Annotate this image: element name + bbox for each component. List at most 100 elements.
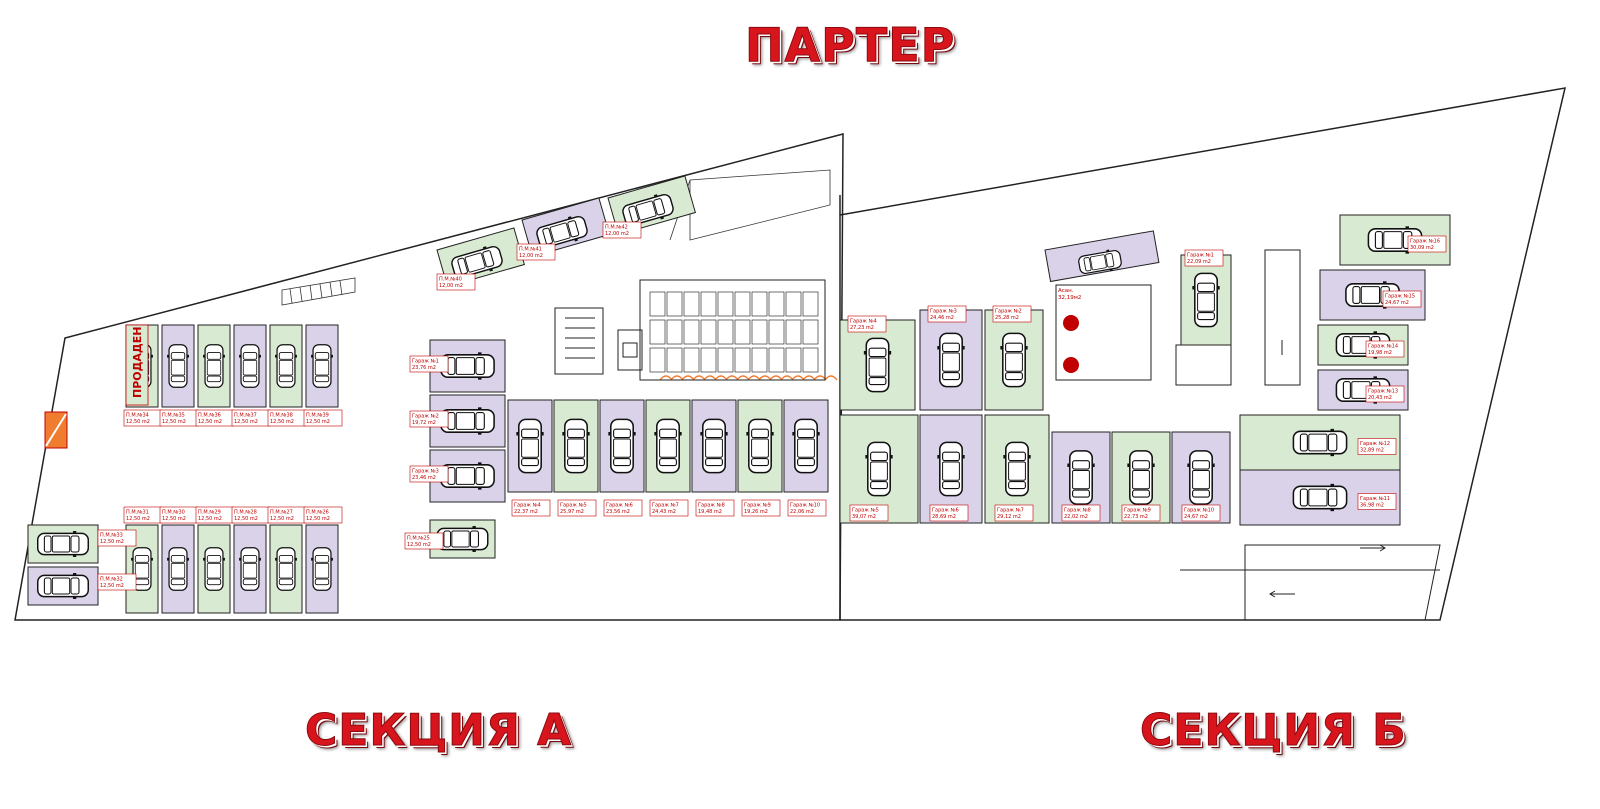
svg-text:19,26 m2: 19,26 m2 (744, 509, 768, 515)
svg-text:Гараж №7: Гараж №7 (997, 508, 1024, 514)
svg-text:12,50 m2: 12,50 m2 (162, 419, 186, 425)
svg-text:22,02 m2: 22,02 m2 (1064, 514, 1088, 520)
svg-text:12,50 m2: 12,50 m2 (162, 516, 186, 522)
svg-text:12,50 m2: 12,50 m2 (234, 516, 258, 522)
svg-text:Гараж №6: Гараж №6 (606, 503, 633, 509)
svg-text:Гараж №14: Гараж №14 (1368, 344, 1398, 350)
ramp-arrows (1180, 544, 1441, 621)
lift-label: Асан. 32,19м2 (1058, 288, 1081, 301)
svg-text:30,09 m2: 30,09 m2 (1410, 245, 1434, 251)
svg-text:Гараж №10: Гараж №10 (1184, 508, 1214, 514)
core-stairs (554, 249, 1301, 386)
svg-text:19,72 m2: 19,72 m2 (412, 420, 436, 426)
svg-text:Гараж №2: Гараж №2 (412, 414, 439, 420)
svg-text:22,06 m2: 22,06 m2 (790, 509, 814, 515)
svg-text:23,76 m2: 23,76 m2 (412, 365, 436, 371)
section-a-title: СЕКЦИЯ А (304, 705, 573, 757)
svg-text:12,50 m2: 12,50 m2 (270, 516, 294, 522)
svg-text:Гараж №12: Гараж №12 (1360, 441, 1390, 447)
svg-text:12,50 m2: 12,50 m2 (234, 419, 258, 425)
svg-text:12,50 m2: 12,50 m2 (100, 583, 124, 589)
svg-text:12,50 m2: 12,50 m2 (126, 516, 150, 522)
parking-slot[interactable] (1044, 230, 1160, 283)
svg-text:Гараж №3: Гараж №3 (412, 469, 439, 475)
svg-text:12,50 m2: 12,50 m2 (198, 419, 222, 425)
svg-text:12,50 m2: 12,50 m2 (270, 419, 294, 425)
svg-text:Гараж №5: Гараж №5 (560, 503, 587, 509)
svg-text:27,23 m2: 27,23 m2 (850, 325, 874, 331)
svg-text:П.М.№32: П.М.№32 (100, 577, 123, 583)
svg-text:22,09 m2: 22,09 m2 (1187, 259, 1211, 265)
svg-text:П.М.№40: П.М.№40 (439, 277, 462, 283)
svg-text:23,56 m2: 23,56 m2 (606, 509, 630, 515)
svg-text:12,50 m2: 12,50 m2 (100, 539, 124, 545)
svg-text:25,97 m2: 25,97 m2 (560, 509, 584, 515)
svg-text:П.М.№27: П.М.№27 (270, 510, 293, 516)
svg-text:12,50 m2: 12,50 m2 (198, 516, 222, 522)
svg-text:П.М.№34: П.М.№34 (126, 413, 149, 419)
svg-text:Гараж №6: Гараж №6 (932, 508, 959, 514)
svg-text:22,73 m2: 22,73 m2 (1124, 514, 1148, 520)
svg-text:19,48 m2: 19,48 m2 (698, 509, 722, 515)
svg-text:Гараж №9: Гараж №9 (1124, 508, 1151, 514)
